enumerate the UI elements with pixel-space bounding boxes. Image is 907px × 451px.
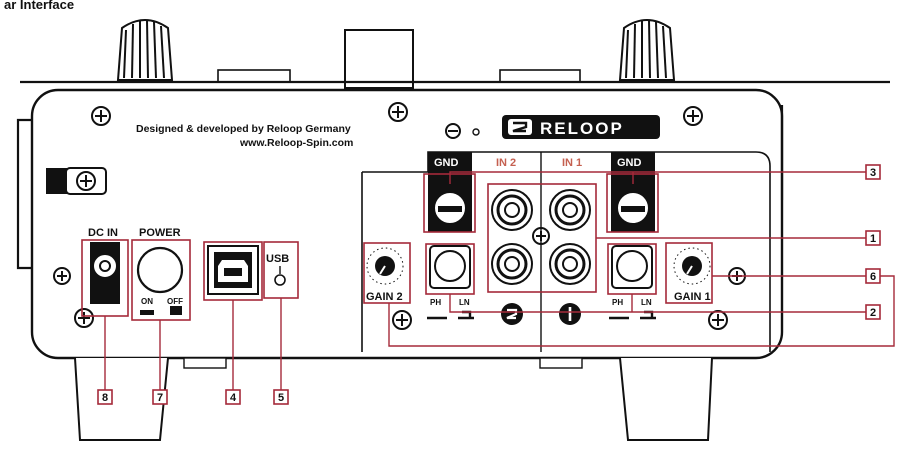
left-top-knob	[116, 19, 174, 81]
svg-text:7: 7	[157, 392, 163, 404]
svg-text:6: 6	[870, 271, 876, 283]
website-text: www.Reloop-Spin.com	[239, 137, 353, 149]
phono-line-switch-2[interactable]	[434, 250, 466, 282]
left-wing	[16, 118, 32, 270]
callout-2: 2	[865, 304, 881, 320]
indicator-dot	[472, 128, 480, 136]
svg-text:RELOOP: RELOOP	[540, 119, 624, 138]
callout-5: 5	[273, 389, 289, 405]
top-right-plate	[499, 69, 581, 83]
in2-label: IN 2	[496, 157, 516, 169]
gain-2-knob[interactable]	[366, 247, 404, 285]
leader-2	[449, 294, 866, 313]
gnd-right-label: GND	[617, 157, 642, 169]
cable-clamp	[46, 168, 68, 194]
gnd-right-label-bg	[611, 152, 655, 172]
ph-right-label: PH	[612, 298, 623, 307]
power-button[interactable]	[136, 246, 184, 294]
screw-icon	[53, 267, 71, 285]
leader-3	[449, 171, 866, 184]
ln-right-label: LN	[641, 298, 652, 307]
power-on-label: ON	[141, 297, 153, 306]
callout-8: 8	[97, 389, 113, 405]
svg-text:1: 1	[870, 233, 876, 245]
ground-screw-icon	[445, 123, 461, 139]
screw-icon	[74, 308, 94, 328]
callout-4: 4	[225, 389, 241, 405]
right-top-knob	[618, 19, 676, 81]
screw-icon	[91, 106, 111, 126]
ln-left-label: LN	[459, 298, 470, 307]
callout-3: 3	[865, 164, 881, 180]
phono-line-switch-1[interactable]	[616, 250, 648, 282]
svg-text:4: 4	[230, 392, 237, 404]
gain-1-label: GAIN 1	[674, 291, 711, 303]
svg-text:5: 5	[278, 392, 284, 404]
svg-text:3: 3	[870, 167, 876, 179]
dc-in-pin	[99, 260, 111, 272]
rca-jack-in2-bottom[interactable]	[491, 243, 533, 285]
power-off-label: OFF	[167, 297, 183, 306]
power-on-mark	[140, 310, 154, 315]
gain-2-label: GAIN 2	[366, 291, 403, 303]
screw-icon	[76, 171, 96, 191]
channel-2-badge	[501, 303, 523, 325]
screw-icon	[683, 106, 703, 126]
gnd-right-slot	[621, 206, 645, 212]
bottom-tab-right	[539, 357, 583, 369]
screw-icon	[388, 102, 408, 122]
designed-by-text: Designed & developed by Reloop Germany	[136, 123, 351, 135]
channel-1-badge	[559, 303, 581, 325]
right-foot	[619, 357, 713, 441]
callout-7: 7	[152, 389, 168, 405]
highlight-gain-1	[665, 242, 713, 304]
power-off-mark	[170, 306, 182, 315]
input-panel-outline	[361, 151, 771, 352]
highlight-gain-2	[363, 242, 411, 304]
rca-jack-in2-top[interactable]	[491, 189, 533, 231]
section-title-fragment: ar Interface	[4, 0, 74, 12]
screw-icon	[708, 310, 728, 330]
usb-label: USB	[266, 253, 289, 265]
leader-6	[388, 275, 895, 347]
screw-icon	[392, 310, 412, 330]
gain-1-knob[interactable]	[673, 247, 711, 285]
ph-left-label: PH	[430, 298, 441, 307]
usb-led	[274, 274, 286, 286]
svg-text:8: 8	[102, 392, 108, 404]
gnd-left-slot	[438, 206, 462, 212]
gnd-left-label-bg	[428, 152, 472, 172]
rca-jack-in1-top[interactable]	[549, 189, 591, 231]
top-left-plate	[217, 69, 291, 83]
bottom-tab-left	[183, 357, 227, 369]
rca-jack-in1-bottom[interactable]	[549, 243, 591, 285]
top-center-block	[344, 29, 414, 89]
svg-text:2: 2	[870, 307, 876, 319]
callout-1: 1	[865, 230, 881, 246]
in1-label: IN 1	[562, 157, 582, 169]
highlight-power	[131, 239, 191, 321]
gnd-left-label: GND	[434, 157, 459, 169]
usb-port-tongue	[224, 268, 242, 276]
dc-in-label: DC IN	[88, 227, 118, 239]
callout-6: 6	[865, 268, 881, 284]
reloop-logo: RELOOP	[502, 115, 660, 139]
power-label: POWER	[139, 227, 181, 239]
